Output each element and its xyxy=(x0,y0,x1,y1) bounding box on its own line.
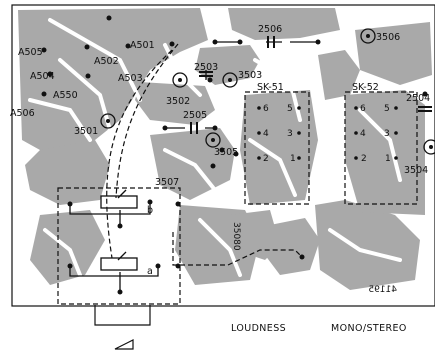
pot-symbol-centers xyxy=(106,34,433,149)
pot-3507 xyxy=(69,189,159,292)
sk52-pin-4: 4 xyxy=(360,129,366,139)
sk51-pin-2: 2 xyxy=(263,154,269,164)
pot-symbols xyxy=(100,28,435,155)
label-2504: 2504 xyxy=(406,93,430,104)
copper-areas xyxy=(18,8,432,290)
pads xyxy=(41,15,428,295)
pot-section-a: a xyxy=(147,266,153,277)
label-a504: A504 xyxy=(30,71,55,82)
capacitors xyxy=(190,36,432,134)
sk51-pin-6: 6 xyxy=(263,104,269,114)
pot-section-b: b xyxy=(147,205,153,216)
sk51-pin-5: 5 xyxy=(287,104,293,114)
label-3506: 3506 xyxy=(376,32,400,43)
label-3507: 3507 xyxy=(155,177,179,188)
label-a505: A505 xyxy=(18,47,43,58)
sk52-pin-6: 6 xyxy=(360,104,366,114)
label-3505: 3505 xyxy=(214,147,238,158)
socket-sk51-label: SK-51 xyxy=(257,82,284,93)
sk52-pin-1: 1 xyxy=(385,154,391,164)
sk51-pin-3: 3 xyxy=(287,129,293,139)
dashed-connections xyxy=(57,43,418,305)
socket-sk52: SK-52 6 5 4 3 2 1 xyxy=(352,82,398,164)
label-2505: 2505 xyxy=(183,110,207,121)
mounting-bracket xyxy=(94,305,151,350)
sk51-pin-1: 1 xyxy=(290,154,296,164)
label-2503: 2503 xyxy=(194,62,218,73)
board-outline xyxy=(11,4,435,307)
label-3504: 3504 xyxy=(404,165,428,176)
socket-sk52-label: SK-52 xyxy=(352,82,379,93)
sk52-pin-2: 2 xyxy=(361,154,367,164)
sk52-pin-5: 5 xyxy=(384,104,390,114)
label-a502: A502 xyxy=(94,56,119,67)
socket-sk51: SK-51 6 5 4 3 2 1 xyxy=(257,82,301,164)
label-a501: A501 xyxy=(130,40,155,51)
label-3503: 3503 xyxy=(238,70,262,81)
sk52-pin-3: 3 xyxy=(384,129,390,139)
label-3502: 3502 xyxy=(166,96,190,107)
footer-mono-stereo: MONO/STEREO xyxy=(331,323,407,334)
board-code-vertical: 35080 xyxy=(231,222,241,251)
sk51-pin-4: 4 xyxy=(263,129,269,139)
label-a506: A506 xyxy=(10,108,35,119)
label-3501: 3501 xyxy=(74,126,98,137)
label-a550: A550 xyxy=(53,90,78,101)
tracks xyxy=(28,18,402,277)
board-code-mirrored: 41195 xyxy=(368,285,397,295)
label-a503: A503 xyxy=(118,73,143,84)
footer-loudness: LOUDNESS xyxy=(231,323,286,334)
label-2506: 2506 xyxy=(258,24,282,35)
